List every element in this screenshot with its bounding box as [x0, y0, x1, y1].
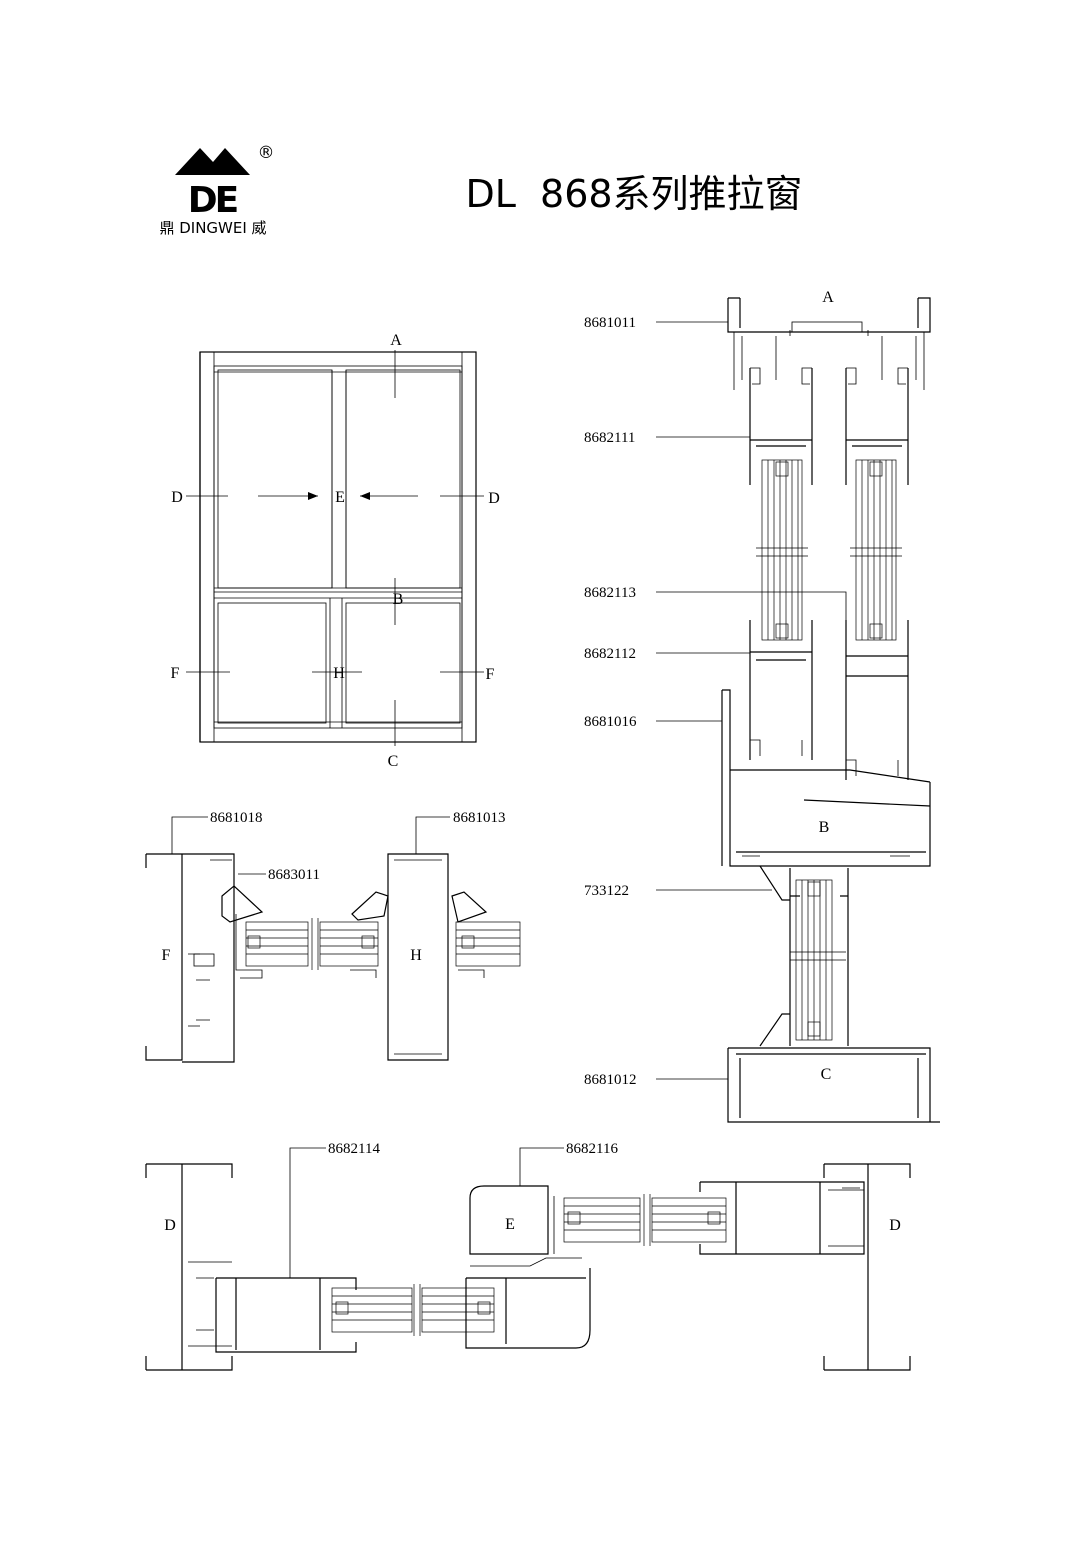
- elev-label-e: E: [335, 489, 345, 506]
- part-8682114: 8682114: [328, 1141, 380, 1157]
- logo-mark-letters: DE: [188, 180, 240, 221]
- part-8681016: 8681016: [584, 714, 637, 730]
- logo-mark: DE: [188, 180, 237, 221]
- part-8681012: 8681012: [584, 1072, 637, 1088]
- section-abc-label-a: A: [822, 289, 834, 306]
- section-de: 8682114 8682116 D E D: [145, 1141, 911, 1371]
- part-8681013: 8681013: [453, 810, 506, 826]
- page-title: DL 868系列推拉窗: [465, 172, 802, 216]
- section-fh-label-f: F: [162, 947, 171, 964]
- logo-brand-text: 鼎 DINGWEI 威: [159, 219, 266, 237]
- elev-label-f-right: F: [486, 666, 495, 683]
- elev-label-a: A: [390, 332, 402, 349]
- section-de-label-d-right: D: [889, 1217, 901, 1234]
- window-elevation: A B C D D E F F H: [171, 332, 500, 770]
- part-8682116: 8682116: [566, 1141, 618, 1157]
- elev-label-d-left: D: [171, 489, 183, 506]
- part-8681018: 8681018: [210, 810, 263, 826]
- part-8682113: 8682113: [584, 585, 636, 601]
- part-8683011: 8683011: [268, 867, 320, 883]
- part-733122: 733122: [584, 883, 629, 899]
- registered-mark: ®: [258, 143, 275, 163]
- section-fh: 8681018 8683011 8681013 F H: [145, 810, 521, 1063]
- section-abc-label-c: C: [821, 1066, 832, 1083]
- section-de-label-d-left: D: [164, 1217, 176, 1234]
- elev-label-f-left: F: [171, 665, 180, 682]
- section-abc: 8681011 8682111 8682113 8682112 8681016 …: [584, 289, 940, 1123]
- section-abc-label-b: B: [819, 819, 830, 836]
- elev-label-c: C: [388, 753, 399, 770]
- section-fh-label-h: H: [410, 947, 422, 964]
- part-8682112: 8682112: [584, 646, 636, 662]
- dingwei-logo: DE ® 鼎 DINGWEI 威: [159, 143, 274, 237]
- section-de-label-e: E: [505, 1216, 515, 1233]
- elev-label-h: H: [333, 665, 345, 682]
- part-8681011: 8681011: [584, 315, 636, 331]
- elev-label-d-right: D: [488, 490, 500, 507]
- part-8682111: 8682111: [584, 430, 635, 446]
- elev-label-b: B: [393, 591, 404, 608]
